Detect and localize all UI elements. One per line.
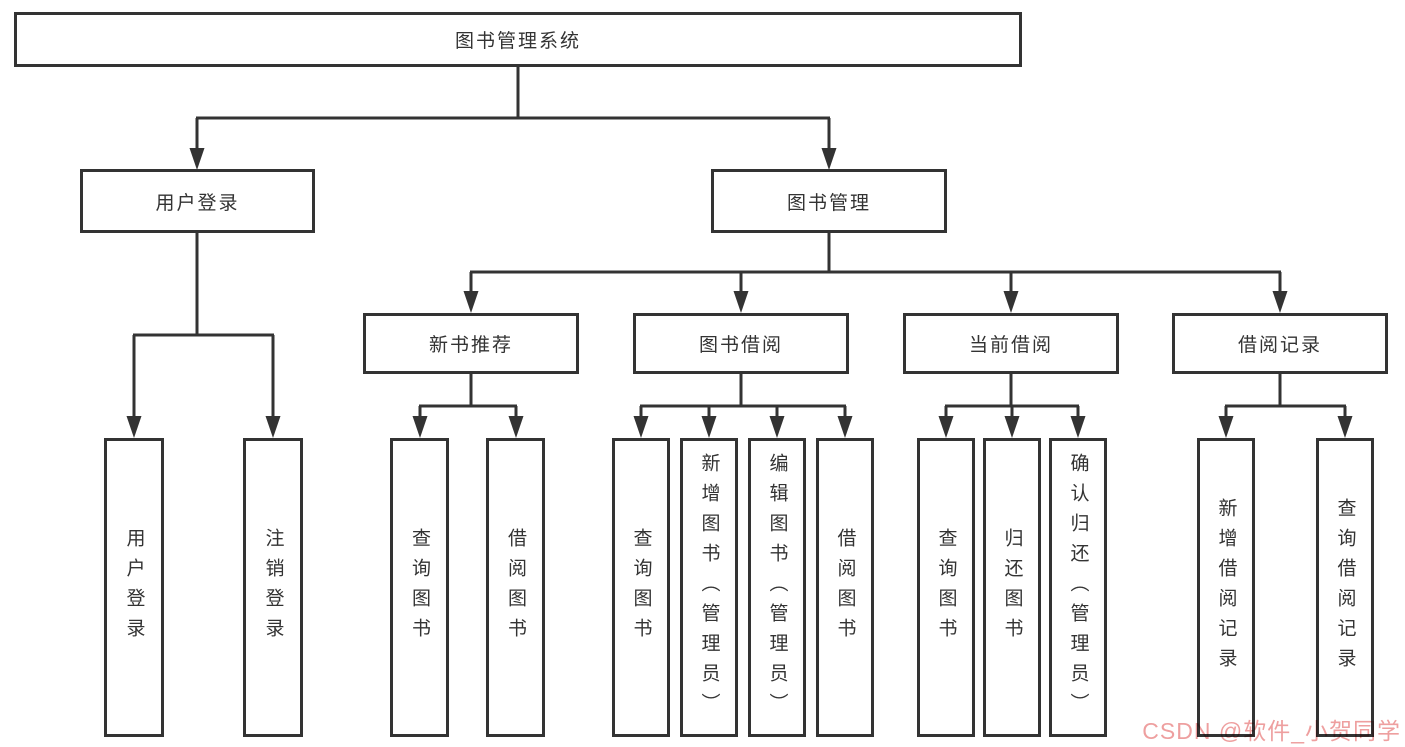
arrow-icon	[938, 416, 954, 438]
leaf-borrow-books-borrowing: 借阅图书	[816, 438, 874, 737]
connector-current-to-leaves	[944, 372, 1080, 420]
connector-root-to-level2	[195, 66, 831, 150]
arrow-icon	[508, 416, 524, 438]
node-label: 新增图书（管理员）	[698, 452, 720, 723]
arrow-icon	[701, 416, 717, 438]
arrow-icon	[412, 416, 428, 438]
node-label: 查询图书	[935, 527, 957, 648]
node-label: 新增借阅记录	[1215, 497, 1237, 678]
leaf-edit-book-admin: 编辑图书（管理员）	[748, 438, 806, 737]
leaf-user-login: 用户登录	[104, 438, 164, 737]
node-label: 确认归还（管理员）	[1067, 452, 1089, 723]
node-borrowing-records: 借阅记录	[1172, 313, 1388, 374]
leaf-logout: 注销登录	[243, 438, 303, 737]
node-user-login: 用户登录	[80, 169, 315, 233]
leaf-query-borrow-record: 查询借阅记录	[1316, 438, 1374, 737]
connector-management-to-level3	[469, 231, 1282, 295]
connector-borrowing-to-leaves	[639, 372, 847, 420]
leaf-return-books: 归还图书	[983, 438, 1041, 737]
node-label: 当前借阅	[968, 335, 1053, 356]
arrow-icon	[265, 416, 281, 438]
node-current-borrowing: 当前借阅	[903, 313, 1119, 374]
csdn-watermark: CSDN @软件_小贺同学	[1142, 718, 1401, 744]
node-label: 新书推荐	[428, 335, 513, 356]
node-label: 编辑图书（管理员）	[766, 452, 788, 723]
node-label: 查询借阅记录	[1334, 497, 1356, 678]
node-label: 图书管理系统	[454, 31, 581, 52]
leaf-query-books-current: 查询图书	[917, 438, 975, 737]
arrow-icon	[733, 291, 749, 313]
leaf-query-books-borrowing: 查询图书	[612, 438, 670, 737]
arrow-icon	[189, 148, 205, 170]
leaf-confirm-return-admin: 确认归还（管理员）	[1049, 438, 1107, 737]
node-label: 归还图书	[1001, 527, 1023, 648]
connector-records-to-leaves	[1224, 372, 1347, 420]
arrow-icon	[821, 148, 837, 170]
node-new-book-recommendation: 新书推荐	[363, 313, 579, 374]
arrow-icon	[633, 416, 649, 438]
leaf-add-borrow-record: 新增借阅记录	[1197, 438, 1255, 737]
node-label: 借阅图书	[834, 527, 856, 648]
leaf-query-books-recommend: 查询图书	[390, 438, 449, 737]
connector-newbook-to-leaves	[418, 372, 518, 420]
arrow-icon	[1218, 416, 1234, 438]
node-book-borrowing: 图书借阅	[633, 313, 849, 374]
node-label: 用户登录	[155, 192, 240, 214]
connector-login-to-leaves	[132, 231, 275, 420]
leaf-borrow-books-recommend: 借阅图书	[486, 438, 545, 737]
arrow-icon	[126, 416, 142, 438]
node-label: 查询图书	[630, 527, 652, 648]
arrow-icon	[1004, 416, 1020, 438]
node-label: 注销登录	[262, 527, 284, 648]
node-label: 用户登录	[123, 527, 145, 648]
node-book-management: 图书管理	[711, 169, 947, 233]
node-label: 图书管理	[786, 192, 871, 214]
node-label: 借阅记录	[1237, 335, 1322, 356]
node-label: 图书借阅	[698, 335, 783, 356]
arrow-icon	[1003, 291, 1019, 313]
arrow-icon	[1070, 416, 1086, 438]
arrow-icon	[769, 416, 785, 438]
node-label: 查询图书	[409, 527, 430, 648]
node-library-system: 图书管理系统	[14, 12, 1022, 67]
arrow-icon	[1272, 291, 1288, 313]
arrow-icon	[1337, 416, 1353, 438]
arrow-icon	[463, 291, 479, 313]
arrow-icon	[837, 416, 853, 438]
node-label: 借阅图书	[505, 527, 526, 648]
leaf-add-book-admin: 新增图书（管理员）	[680, 438, 738, 737]
